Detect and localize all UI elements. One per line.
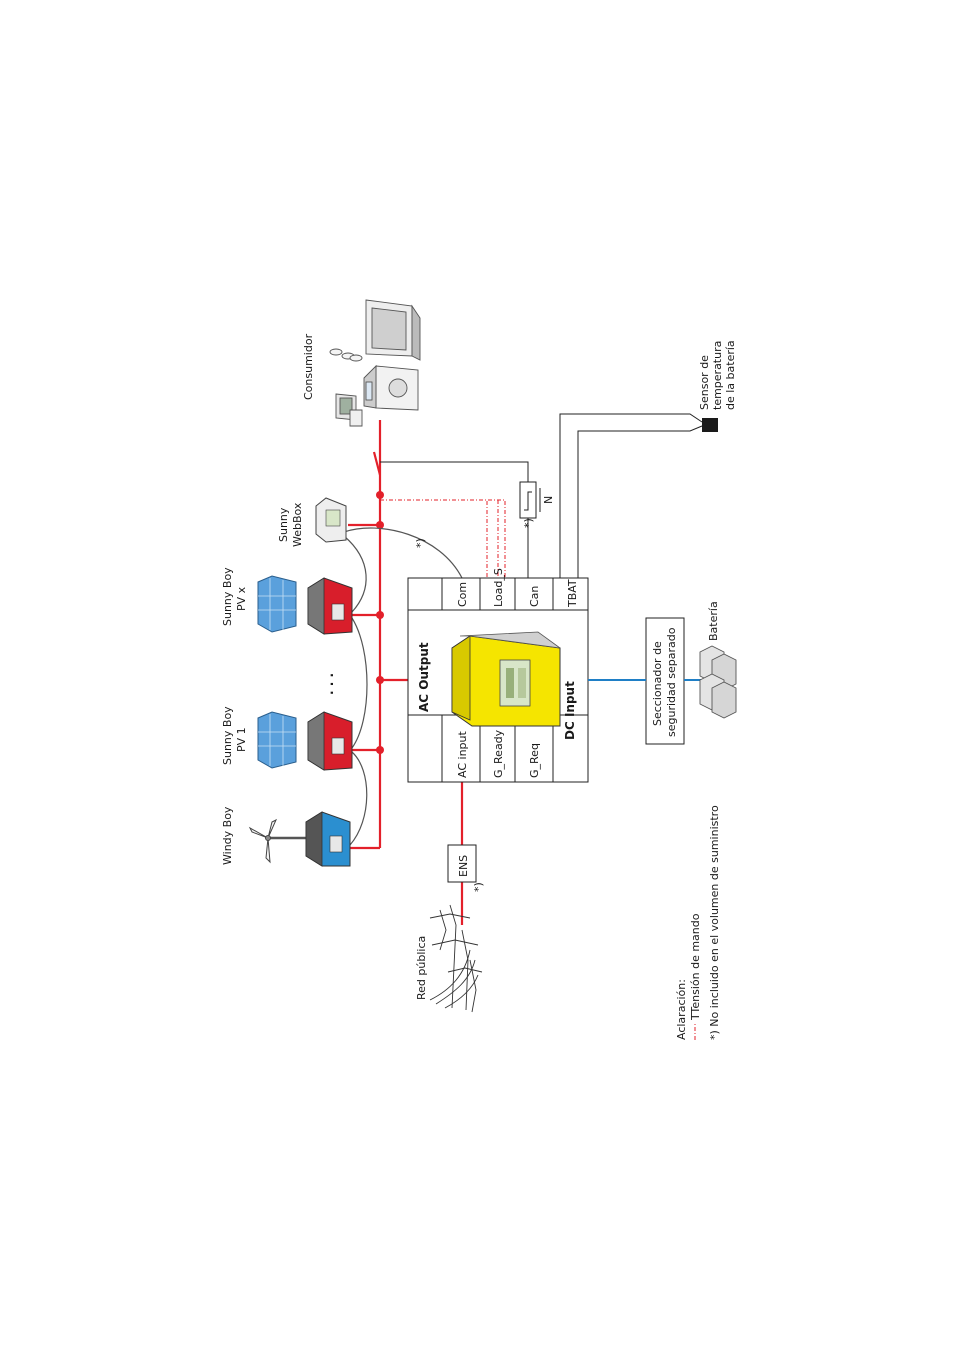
sunny-webbox: Sunny WebBox *) [277, 497, 427, 548]
legend-control-voltage: TTensión de mando [689, 913, 702, 1021]
sunny-boy-pvx: Sunny Boy PV x [221, 567, 353, 635]
battery: Batería [699, 601, 737, 719]
sunny-island-panel: AC Output DC Input AC input G_Ready G_Re… [407, 568, 589, 783]
dc-input-label: DC Input [563, 681, 577, 740]
com-label: Com [456, 582, 469, 607]
consumer-appliances-icon [329, 299, 421, 427]
seccionador-label-line2: seguridad separado [665, 627, 678, 737]
legend: Aclaración: TTensión de mando *) No incl… [675, 805, 721, 1040]
temperature-sensor: Sensor de temperatura de la batería [698, 340, 737, 432]
load-s-label: Load_S [492, 568, 505, 607]
relay-n-label: N [542, 496, 555, 504]
g-req-label: G_Req [528, 743, 541, 778]
legend-title: Aclaración: [675, 979, 688, 1040]
sunny-boy-x-label-line1: Sunny Boy [221, 567, 234, 626]
g-ready-label: G_Ready [492, 729, 505, 778]
sunny-boy-1-label-line1: Sunny Boy [221, 706, 234, 765]
sensor-label-line1: Sensor de [698, 355, 711, 410]
windy-boy: Windy Boy [221, 806, 351, 867]
communication-lines [343, 527, 463, 846]
sensor-label-line3: de la batería [724, 340, 737, 410]
can-label: Can [528, 586, 541, 607]
windy-boy-inverter-icon [305, 811, 351, 867]
battery-icon [699, 645, 737, 719]
windy-boy-label: Windy Boy [221, 806, 234, 865]
power-pylon-icon [429, 904, 483, 1013]
seccionador: Seccionador de seguridad separado [588, 617, 720, 745]
ellipsis: . . . [322, 673, 336, 695]
legend-not-included: *) No incluido en el volumen de suminist… [708, 805, 721, 1040]
sunny-boy-pv1: Sunny Boy PV 1 [221, 706, 353, 771]
relay-note: *) [522, 518, 535, 528]
consumidor-label: Consumidor [302, 333, 315, 400]
red-publica-label: Red pública [415, 936, 428, 1000]
relay: *) N [519, 481, 555, 528]
webbox-label-line1: Sunny [277, 507, 290, 542]
sunny-island-icon [451, 631, 561, 727]
webbox-note: *) [414, 538, 427, 548]
ens-note: *) [472, 882, 485, 892]
webbox-icon [315, 497, 347, 543]
bateria-label: Batería [707, 601, 720, 641]
ac-input-label: AC input [456, 731, 469, 778]
sunny-boy-inverter-icon [307, 577, 353, 635]
sunny-boy-x-label-line2: PV x [235, 586, 248, 611]
sunny-boy-inverter-icon [307, 711, 353, 771]
seccionador-label-line1: Seccionador de [651, 641, 664, 726]
solar-panel-icon [257, 711, 297, 769]
public-grid: Red pública [415, 904, 483, 1013]
sensor-label-line2: temperatura [711, 341, 724, 410]
ac-output-label: AC Output [417, 642, 431, 712]
sensor-icon [702, 418, 718, 432]
webbox-label-line2: WebBox [291, 502, 304, 547]
ens-box: ENS *) [447, 844, 485, 892]
control-lines [380, 413, 703, 578]
solar-panel-icon [257, 575, 297, 633]
consumer: Consumidor [302, 299, 421, 427]
tbat-label: TBAT [566, 579, 579, 608]
ens-label: ENS [457, 855, 470, 877]
wind-turbine-icon [248, 818, 310, 864]
sunny-boy-1-label-line2: PV 1 [235, 727, 248, 752]
ac-bus [348, 420, 464, 925]
